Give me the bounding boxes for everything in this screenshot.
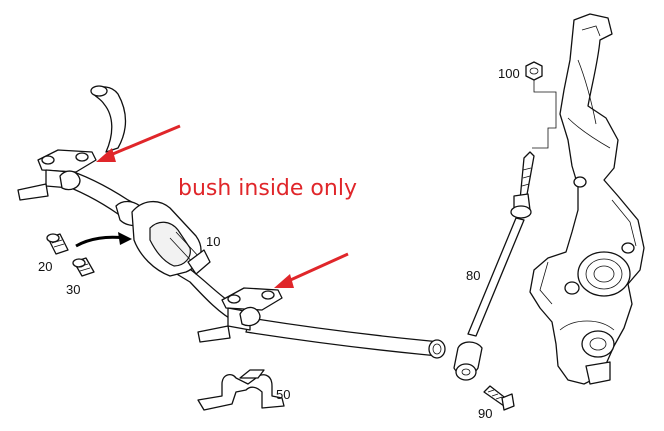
bolt-30 [72, 257, 95, 277]
label-part-10: 10 [206, 234, 220, 249]
annotation-note: bush inside only [178, 176, 357, 201]
label-part-20: 20 [38, 259, 52, 274]
arrow-left-down-icon [96, 124, 181, 162]
nut-100-icon [525, 61, 557, 149]
label-part-30: 30 [66, 282, 80, 297]
arrow-left-down-icon [274, 252, 349, 288]
label-part-50: 50 [276, 387, 290, 402]
center-bushing-assembly [115, 200, 211, 277]
label-part-80: 80 [466, 268, 480, 283]
bolt-90 [483, 385, 515, 411]
label-part-100: 100 [498, 66, 520, 81]
upper-bushing-bracket [17, 149, 97, 201]
bolt-20 [46, 233, 69, 255]
lower-bushing-bracket [197, 287, 283, 343]
stabilizer-link-80 [453, 151, 535, 381]
label-part-90: 90 [478, 406, 492, 421]
clamp-50 [197, 369, 285, 411]
steering-knuckle [529, 13, 645, 385]
arrow-right-curved-icon [75, 232, 132, 248]
